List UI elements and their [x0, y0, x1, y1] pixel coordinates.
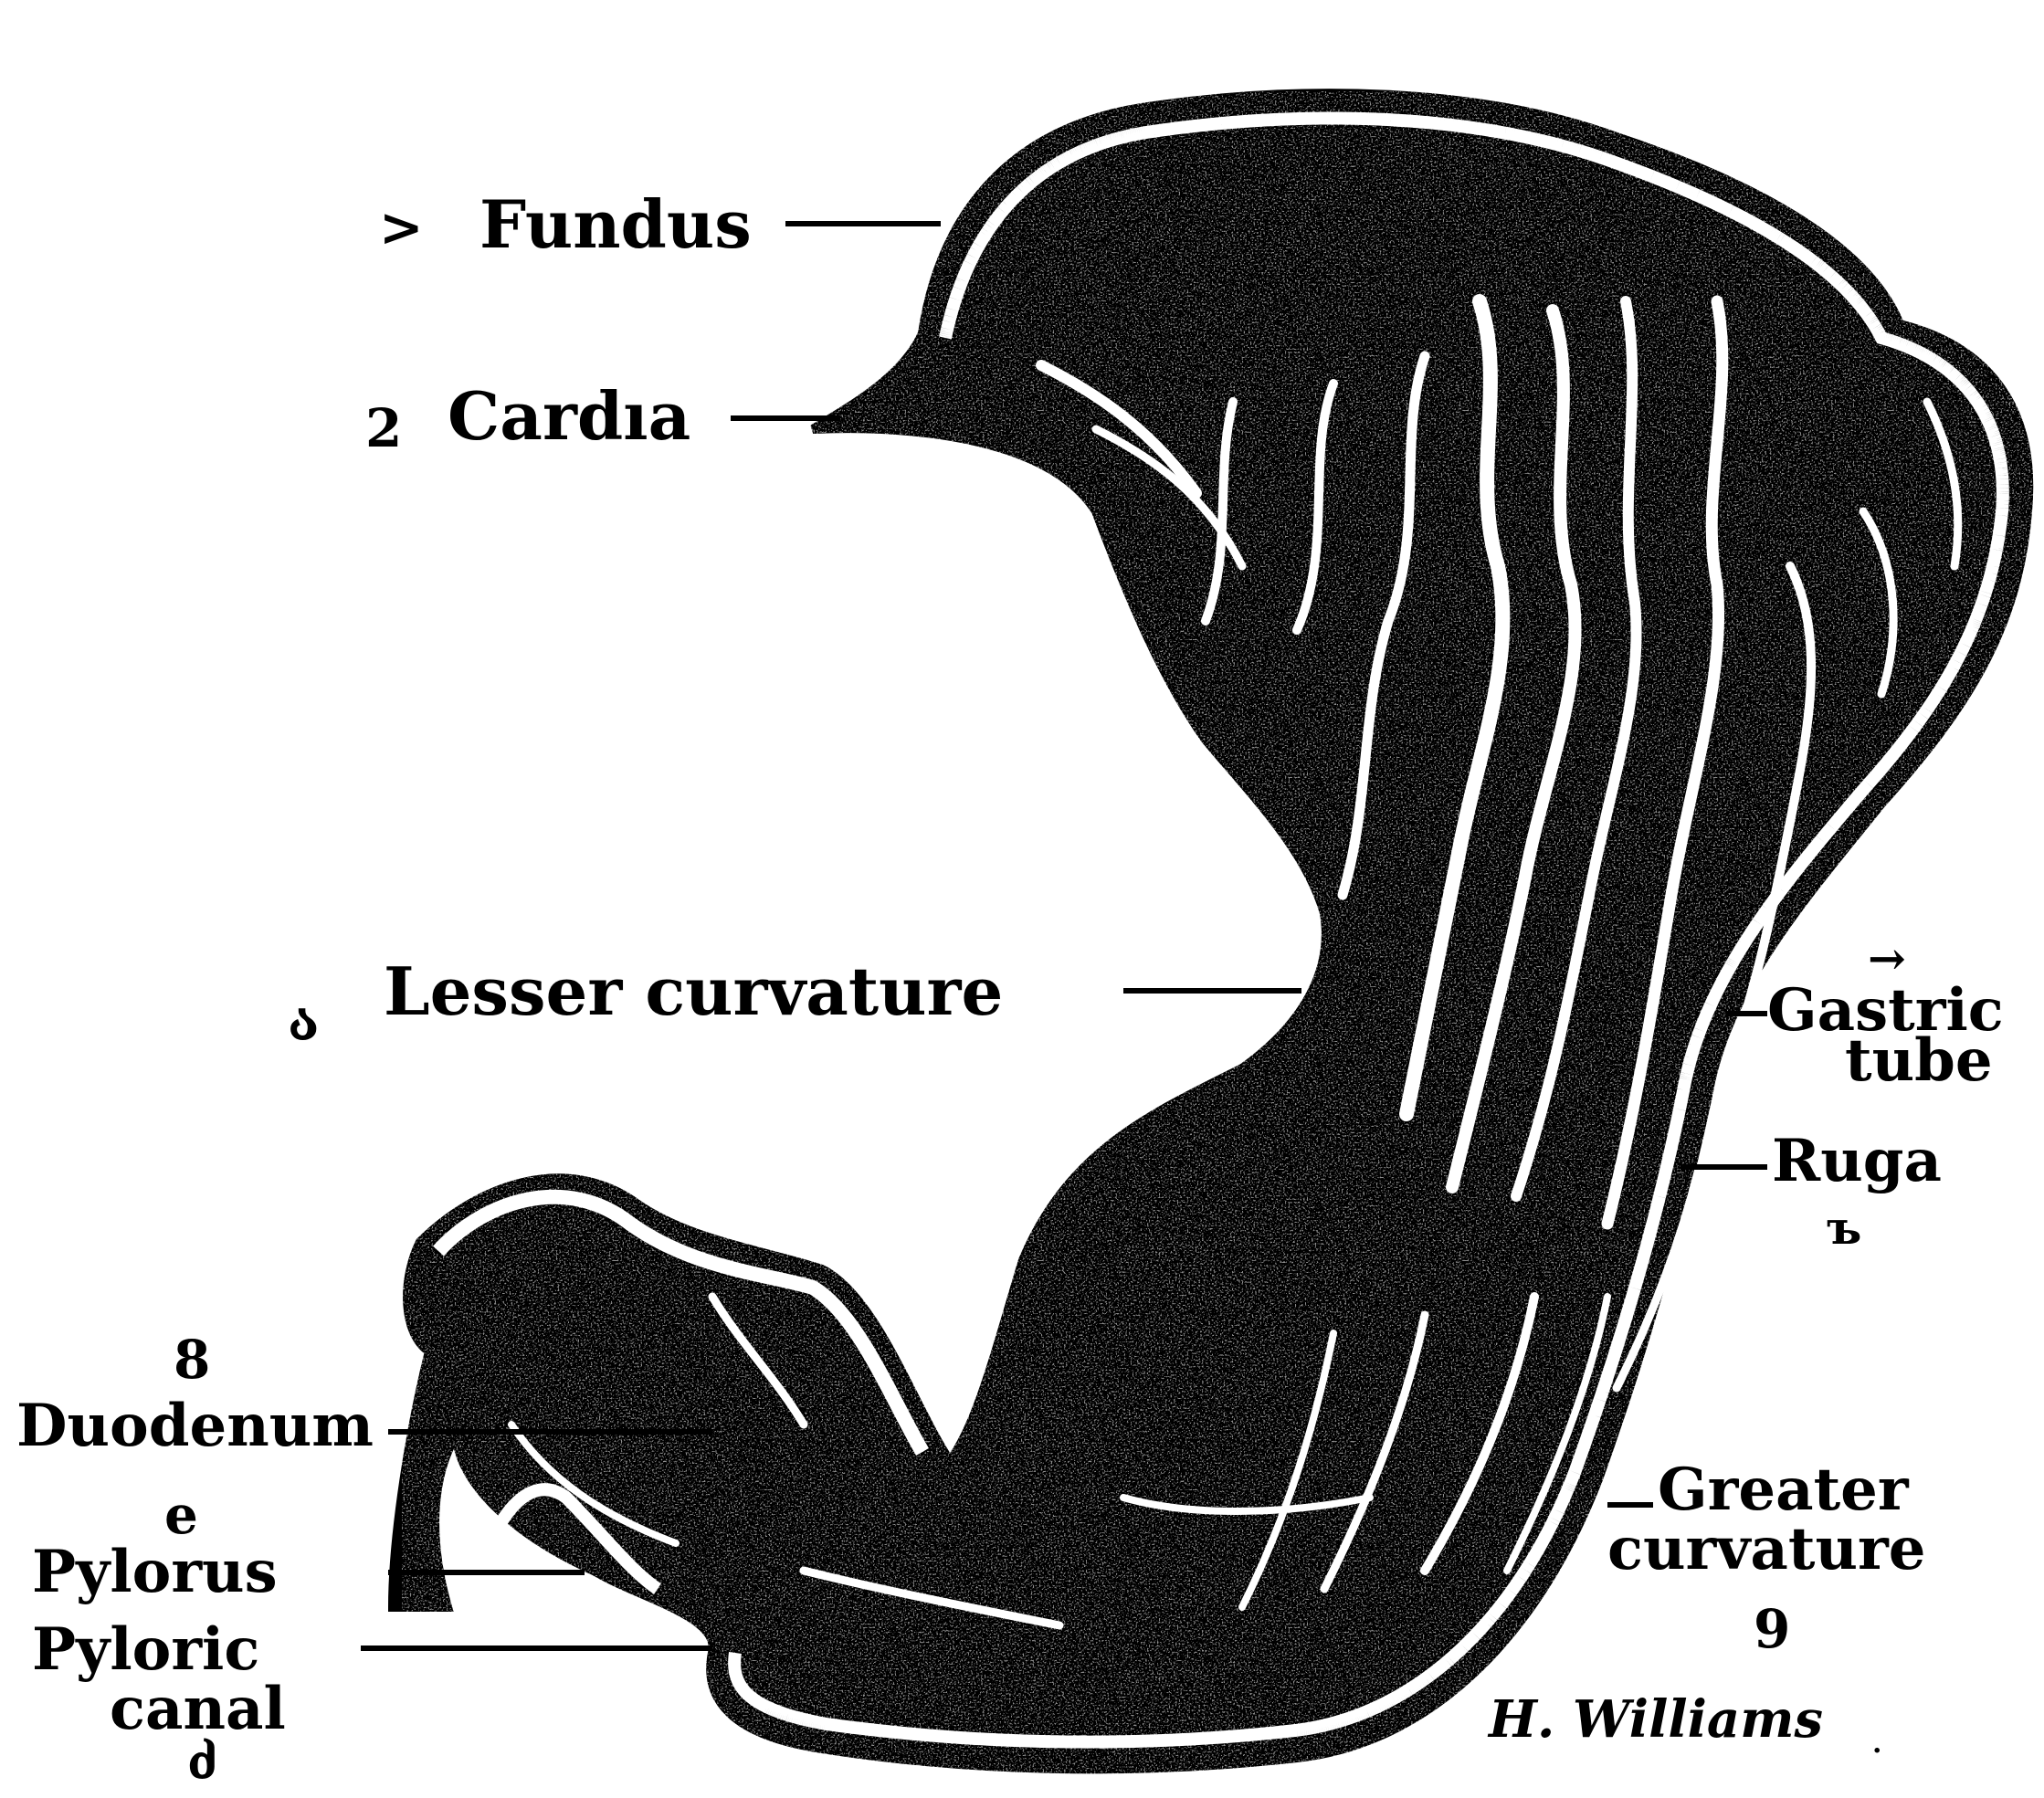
gastric-tube-mark: → — [1868, 936, 1906, 982]
greater-curvature-mark: 9 — [1754, 1603, 1790, 1656]
pyloric-canal-mark: ძ — [187, 1740, 217, 1787]
label-cardia: Cardıa — [448, 384, 690, 449]
pylorus-mark: e — [164, 1488, 198, 1541]
label-ruga: Ruga — [1772, 1132, 1942, 1191]
label-gastric-tube-line2: tube — [1845, 1032, 1993, 1090]
label-fundus: Fundus — [479, 192, 752, 258]
ruga-mark: ъ — [1827, 1205, 1861, 1251]
label-lesser-curvature: Lesser curvature — [384, 959, 1003, 1025]
label-pyloric-canal-line2: canal — [110, 1680, 286, 1739]
signature-dot: . — [1872, 1730, 1881, 1758]
fundus-mark: > — [379, 201, 424, 254]
artist-signature: H. Williams — [1489, 1694, 1823, 1745]
duodenum-mark: 8 — [174, 1333, 210, 1386]
label-greater-curvature-line2: curvature — [1607, 1520, 1925, 1579]
label-duodenum: Duodenum — [16, 1397, 374, 1456]
cardia-mark: 2 — [365, 402, 402, 455]
label-pyloric-canal-line1: Pyloric — [32, 1621, 259, 1679]
label-pylorus: Pylorus — [32, 1543, 278, 1602]
label-greater-curvature-line1: Greater — [1658, 1461, 1909, 1519]
lesser-curvature-mark: ა — [288, 995, 319, 1048]
